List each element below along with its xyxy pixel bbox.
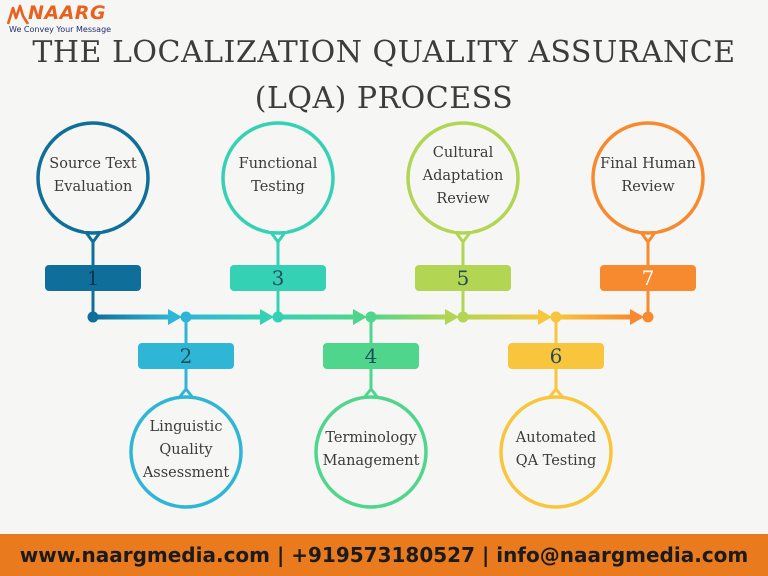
- step-label: Cultural Adaptation Review: [422, 145, 504, 207]
- connector-line: [186, 314, 264, 320]
- step-1: [36, 121, 150, 323]
- step-number: 3: [271, 266, 285, 290]
- step-callout-circle: [129, 395, 243, 509]
- naarg-logo: NAARG We Convey Your Message: [6, 2, 146, 36]
- step-callout-circle: [36, 121, 150, 235]
- step-7: [591, 121, 705, 323]
- brand-name: NAARG: [28, 2, 107, 24]
- step-number: 6: [549, 344, 563, 368]
- page-title: THE LOCALIZATION QUALITY ASSURANCE (LQA)…: [32, 35, 736, 116]
- steps-layer: [36, 121, 705, 509]
- step-number-pill: [508, 343, 604, 369]
- brand-tagline: We Convey Your Message: [9, 25, 112, 34]
- callout-seam: [547, 400, 565, 406]
- step-callout-circle: [406, 121, 520, 235]
- connector-arrow-icon: [168, 309, 182, 325]
- logo-mark-icon: [6, 4, 30, 25]
- step-number-pill: [45, 265, 141, 291]
- callout-seam: [177, 400, 195, 406]
- step-4: [314, 311, 428, 509]
- step-3: [221, 121, 335, 323]
- step-label: Source Text Evaluation: [49, 156, 137, 195]
- callout-seam: [362, 400, 380, 406]
- step-number-pill: [415, 265, 511, 291]
- step-number-pill: [323, 343, 419, 369]
- step-callout-circle: [221, 121, 335, 235]
- step-number: 1: [86, 266, 100, 290]
- step-label: Final Human Review: [600, 156, 696, 195]
- connector-arrow-icon: [353, 309, 367, 325]
- step-label: Automated QA Testing: [515, 430, 597, 469]
- callout-seam: [454, 225, 472, 231]
- step-callout-circle: [314, 395, 428, 509]
- connector-line: [556, 314, 634, 320]
- connector-arrow-icon: [538, 309, 552, 325]
- step-5: [406, 121, 520, 323]
- step-callout-circle: [591, 121, 705, 235]
- step-6: [499, 311, 613, 509]
- step-number: 4: [364, 344, 378, 368]
- step-number: 2: [179, 344, 193, 368]
- callout-seam: [639, 225, 657, 231]
- step-number: 7: [641, 266, 655, 290]
- step-label: Linguistic Quality Assessment: [142, 419, 230, 481]
- connector-line: [93, 314, 172, 320]
- step-number-pill: [600, 265, 696, 291]
- step-number-pill: [230, 265, 326, 291]
- step-number: 5: [456, 266, 470, 290]
- connector-arrow-icon: [445, 309, 459, 325]
- connector-line: [371, 314, 449, 320]
- connector-arrow-icon: [630, 309, 644, 325]
- contact-footer: www.naargmedia.com | +919573180527 | inf…: [0, 534, 768, 576]
- callout-seam: [84, 225, 102, 231]
- connector-line: [463, 314, 542, 320]
- callout-seam: [269, 225, 287, 231]
- step-2: [129, 311, 243, 509]
- step-label: Functional Testing: [238, 156, 318, 195]
- step-label: Terminology Management: [322, 430, 420, 469]
- step-number-pill: [138, 343, 234, 369]
- connector-arrow-icon: [260, 309, 274, 325]
- step-callout-circle: [499, 395, 613, 509]
- connector-line: [278, 314, 357, 320]
- timeline-connectors: [93, 309, 644, 325]
